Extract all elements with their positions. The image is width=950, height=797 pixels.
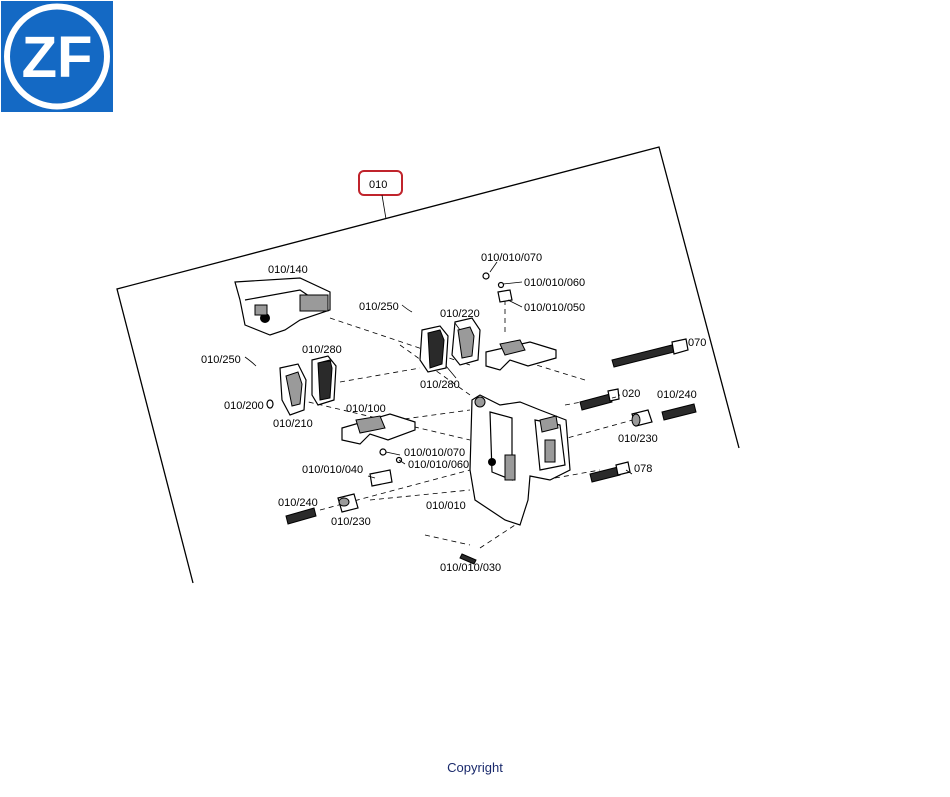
part-020-bolt — [579, 388, 620, 411]
part-010-010-050-plate — [485, 289, 557, 371]
label-010-010-050[interactable]: 010/010/050 — [524, 302, 585, 314]
label-010-220[interactable]: 010/220 — [440, 308, 480, 320]
label-010-010[interactable]: 010/010 — [426, 500, 466, 512]
label-010-010-070-b[interactable]: 010/010/070 — [404, 447, 465, 459]
label-010-200[interactable]: 010/200 — [224, 400, 264, 412]
part-010-250-clips — [244, 304, 413, 367]
callout-010[interactable]: 010 — [358, 170, 403, 220]
zf-logo: ZF — [1, 1, 113, 112]
part-010-210-pad — [279, 363, 307, 416]
zf-logo-mark: ZF — [4, 3, 110, 110]
label-010-010-040[interactable]: 010/010/040 — [302, 464, 363, 476]
callout-label: 010 — [369, 179, 387, 191]
part-010-010-030-pin — [459, 553, 477, 565]
part-010-010-housing — [469, 394, 571, 526]
part-010-280-pad-left — [311, 355, 337, 406]
small-screws-upper — [482, 272, 505, 289]
label-010-250-b[interactable]: 010/250 — [201, 354, 241, 366]
label-020[interactable]: 020 — [622, 388, 640, 400]
part-010-140-bracket — [234, 277, 331, 336]
callout-leader — [381, 194, 387, 220]
part-010-230-right — [631, 409, 653, 427]
label-010-140[interactable]: 010/140 — [268, 264, 308, 276]
label-078[interactable]: 078 — [634, 463, 652, 475]
label-010-010-060-b[interactable]: 010/010/060 — [408, 459, 469, 471]
part-010-100-plate — [341, 413, 416, 445]
label-010-280-b[interactable]: 010/280 — [420, 379, 460, 391]
part-010-240-spring-right — [661, 403, 697, 421]
part-labels: 010/140 010/250 010/220 010/010/070 010/… — [201, 252, 706, 574]
label-leaders — [321, 261, 633, 479]
label-010-010-030[interactable]: 010/010/030 — [440, 562, 501, 574]
part-010-230-left — [337, 493, 359, 513]
label-010-240-b[interactable]: 010/240 — [278, 497, 318, 509]
label-010-210[interactable]: 010/210 — [273, 418, 313, 430]
label-010-230-b[interactable]: 010/230 — [331, 516, 371, 528]
diagram-frame — [116, 146, 740, 584]
label-010-250-a[interactable]: 010/250 — [359, 301, 399, 313]
label-070[interactable]: 070 — [688, 337, 706, 349]
part-010-200-clip — [266, 399, 274, 409]
part-070-bolt — [611, 338, 689, 368]
label-010-230-a[interactable]: 010/230 — [618, 433, 658, 445]
part-010-220-pads — [419, 317, 481, 373]
label-010-010-060-a[interactable]: 010/010/060 — [524, 277, 585, 289]
label-010-240-a[interactable]: 010/240 — [657, 389, 697, 401]
label-010-280-a[interactable]: 010/280 — [302, 344, 342, 356]
label-010-100[interactable]: 010/100 — [346, 403, 386, 415]
callout-box — [358, 170, 403, 196]
label-010-010-070-a[interactable]: 010/010/070 — [481, 252, 542, 264]
part-078-bolt — [589, 461, 631, 483]
copyright-text: Copyright — [447, 760, 503, 775]
part-010-240-spring-left — [285, 507, 317, 525]
logo-text: ZF — [22, 25, 93, 90]
